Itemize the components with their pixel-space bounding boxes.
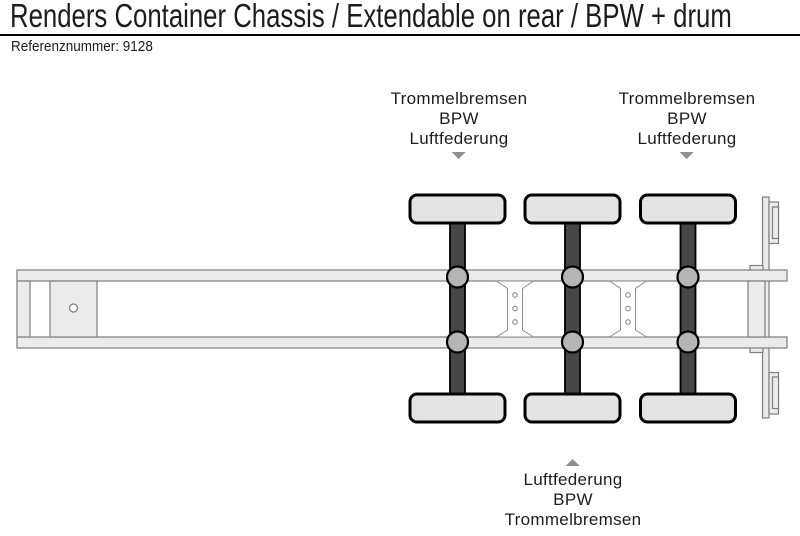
annotation-line: Luftfederung [409, 129, 509, 148]
tire-top [523, 193, 622, 225]
annotation-line: BPW [667, 109, 707, 128]
axle-3 [639, 193, 737, 424]
air-bellow-bottom [676, 330, 700, 354]
reference-number-text: Referenznummer: 9128 [11, 38, 153, 55]
reference-number: Referenznummer: 9128 [11, 38, 169, 56]
tire-bottom [639, 392, 737, 424]
page-title: Renders Container Chassis / Extendable o… [10, 0, 800, 34]
title-divider [0, 34, 800, 36]
annotation-axle-3: Trommelbremsen BPW Luftfederung [619, 89, 756, 159]
air-bellow-bottom [560, 330, 585, 354]
arrow-down-icon [451, 152, 466, 159]
annotation-line: BPW [553, 490, 593, 509]
chassis-rail-top [16, 269, 788, 282]
rear-bracket-top [768, 201, 780, 245]
air-bellow-top [560, 265, 585, 289]
axle-beam [564, 208, 581, 409]
axle-beam [449, 208, 466, 409]
arrow-down-icon [679, 152, 694, 159]
air-bellow-top [445, 265, 470, 289]
crossmember-1 [494, 280, 536, 338]
rear-crossbeam [747, 280, 766, 338]
annotation-line: Trommelbremsen [504, 510, 642, 529]
annotation-line: BPW [439, 109, 479, 128]
page-title-text: Renders Container Chassis / Extendable o… [10, 0, 732, 34]
annotation-line: Trommelbremsen [618, 89, 756, 108]
axle-1 [408, 193, 507, 424]
tire-bottom [408, 392, 507, 424]
crossmember-2 [607, 280, 649, 338]
annotation-axle-2: Luftfederung BPW Trommelbremsen [505, 459, 642, 530]
chassis-rail-bottom [16, 336, 788, 349]
front-bumper-plate [16, 280, 31, 338]
air-bellow-top [676, 265, 700, 289]
axle-beam [679, 208, 697, 409]
annotation-line: Trommelbremsen [390, 89, 528, 108]
annotation-axle-1: Trommelbremsen BPW Luftfederung [391, 89, 528, 159]
annotation-line: Luftfederung [637, 129, 737, 148]
tire-top [408, 193, 507, 225]
air-bellow-bottom [445, 330, 470, 354]
rear-bracket-bottom [768, 371, 780, 415]
tire-top [639, 193, 737, 225]
tire-bottom [523, 392, 622, 424]
axle-2 [523, 193, 622, 424]
kingpin [68, 303, 79, 313]
arrow-up-icon [565, 459, 580, 466]
annotation-line: Luftfederung [523, 470, 623, 489]
